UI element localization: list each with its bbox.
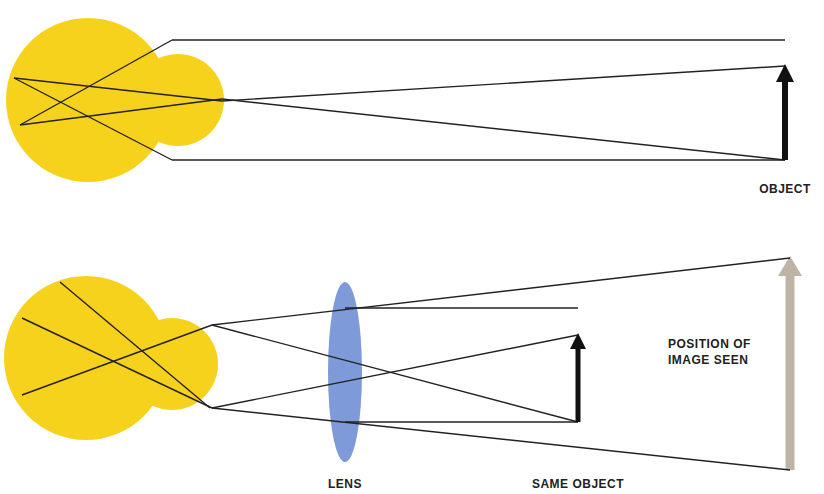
ray [212,408,790,470]
ray [212,325,578,422]
light-rays [14,40,785,160]
ray [345,421,578,422]
arrow-shaft [786,272,795,470]
ray [172,159,785,160]
object-arrow [570,333,586,422]
part-label: OBJECT [759,181,811,197]
arrow-head [570,333,586,349]
ray [222,66,785,101]
arrow-head [776,64,794,82]
eye [4,276,218,440]
ray [20,99,222,125]
object-arrow [776,64,794,160]
eyeball [6,18,170,182]
ray [20,40,172,125]
part-label: POSITION OF IMAGE SEEN [668,336,752,368]
eye [6,18,224,182]
image-arrow [778,256,802,470]
arrow-shaft [576,345,581,422]
part-label: SAME OBJECT [532,476,624,492]
ray [212,335,578,408]
ray [212,258,790,325]
ray [22,318,212,408]
ray [22,325,212,395]
ray [60,282,210,408]
part-label: LENS [328,476,362,492]
ray [345,307,578,308]
ray [14,78,172,160]
ray [14,78,222,101]
ray [222,99,785,160]
arrow-shaft [782,78,788,160]
ray [172,39,785,40]
eyeball [4,276,168,440]
light-rays [22,258,790,470]
